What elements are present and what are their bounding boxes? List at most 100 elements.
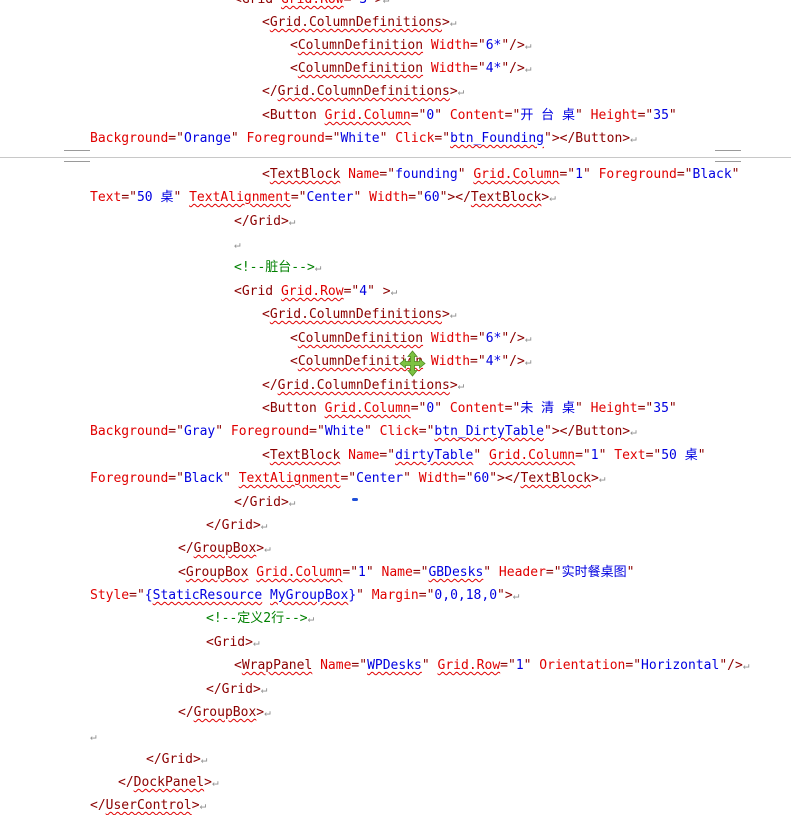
code-token: 1	[515, 658, 524, 673]
code-token: Grid.Column	[256, 565, 343, 580]
code-token: 0	[426, 401, 435, 416]
paragraph-mark: ↵	[524, 39, 532, 52]
code-token: Grid.Column	[473, 167, 560, 182]
code-line: <ColumnDefinition Width="6*"/>↵	[290, 37, 531, 55]
code-token: Width	[423, 61, 471, 76]
code-token: Orientation	[531, 658, 626, 673]
paragraph-mark: ↵	[288, 496, 296, 509]
code-line: </GroupBox>↵	[178, 540, 271, 558]
code-token: "	[363, 424, 372, 439]
code-token: >	[256, 705, 265, 720]
paragraph-mark: ↵	[524, 355, 532, 368]
code-token: >	[449, 84, 458, 99]
code-token: GroupBox	[193, 541, 257, 556]
code-token: Grid.ColumnDefinitions	[277, 378, 450, 393]
code-token: "/>	[501, 331, 525, 346]
code-token: ="	[645, 448, 662, 463]
code-token: Margin	[363, 588, 419, 603]
code-token: "	[731, 167, 740, 182]
code-token: "	[403, 471, 411, 486]
code-token: <	[290, 61, 298, 76]
paragraph-mark: ↵	[449, 308, 457, 321]
code-token: >	[256, 541, 265, 556]
code-token: WrapPanel	[241, 658, 313, 673]
code-token: Width	[361, 190, 409, 205]
code-token: Center	[356, 471, 404, 486]
code-token: ="	[168, 424, 184, 439]
code-line: Background="Gray" Foreground="White" Cli…	[90, 423, 637, 441]
code-token: >	[442, 307, 450, 322]
code-token: Width	[423, 331, 471, 346]
code-line: <GroupBox Grid.Column="1" Name="GBDesks"…	[178, 564, 634, 582]
code-token: "	[230, 131, 239, 146]
code-token: Grid.Row	[281, 0, 344, 7]
code-token: </	[178, 541, 194, 556]
code-token: ="	[168, 131, 184, 146]
code-token: "	[353, 190, 362, 205]
code-token: 实时餐桌图	[561, 565, 627, 580]
code-line: ↵	[90, 728, 97, 746]
code-token: ColumnDefinition	[297, 38, 424, 53]
code-token: </Grid>	[146, 752, 201, 767]
paragraph-mark: ↵	[260, 519, 268, 532]
code-line: </Grid>↵	[234, 213, 295, 231]
code-line: <Button Grid.Column="0" Content="未 清 桌" …	[262, 400, 677, 418]
page-break-line	[0, 157, 791, 158]
code-token: "	[421, 658, 438, 673]
move-cross-icon[interactable]	[399, 350, 426, 377]
code-token: <Grid	[234, 0, 281, 7]
code-token: 0,0,18,0	[434, 588, 498, 603]
code-token: ="	[457, 471, 474, 486]
code-line: Text="50 桌" TextAlignment="Center" Width…	[90, 189, 556, 207]
code-token: 4	[359, 284, 368, 299]
code-token: "/>	[719, 658, 743, 673]
code-token: ="	[470, 38, 486, 53]
code-token: "	[483, 565, 492, 580]
code-token: 6*	[485, 38, 502, 53]
code-token: </	[118, 775, 134, 790]
code-token: ">	[497, 588, 513, 603]
code-token: Grid.Column	[324, 401, 411, 416]
code-token: ColumnDefinition	[297, 331, 424, 346]
paragraph-mark: ↵	[90, 730, 97, 743]
code-token: ="	[340, 471, 357, 486]
code-token: <	[262, 15, 270, 30]
code-token: <Grid>	[206, 635, 253, 650]
code-token: "	[697, 448, 706, 463]
paragraph-mark: ↵	[630, 132, 637, 145]
code-line: <Grid Grid.Row="4" >↵	[234, 283, 397, 301]
code-token: "	[626, 565, 635, 580]
code-token: 35	[653, 401, 669, 416]
code-token: Grid.ColumnDefinitions	[269, 307, 443, 322]
code-line: Foreground="Black" TextAlignment="Center…	[90, 470, 605, 488]
code-token: "></Button>	[544, 131, 631, 146]
code-token: Grid.Row	[437, 658, 501, 673]
paragraph-mark: ↵	[314, 261, 322, 274]
code-token: "></	[439, 190, 471, 205]
code-line: </UserControl>↵	[90, 797, 206, 815]
code-token: ="	[379, 448, 396, 463]
code-token: GroupBox	[185, 565, 249, 580]
code-token: ="	[500, 658, 516, 673]
code-line: <Grid.ColumnDefinitions>↵	[262, 306, 456, 324]
code-line: Style="{StaticResource MyGroupBox}" Marg…	[90, 587, 519, 605]
paragraph-mark: ↵	[598, 472, 606, 485]
code-token: "	[215, 424, 224, 439]
code-token: "	[379, 131, 388, 146]
code-token: "/>	[501, 61, 525, 76]
code-token: ="	[418, 424, 435, 439]
code-token: <Grid	[234, 284, 281, 299]
code-token: </	[178, 705, 194, 720]
code-line: </Grid>↵	[206, 517, 267, 535]
code-token: <Button	[262, 108, 325, 123]
code-token: "	[434, 401, 443, 416]
code-token: ">	[367, 0, 383, 7]
code-line: <ColumnDefinition Width="4*"/>↵	[290, 60, 531, 78]
code-token: White	[340, 131, 380, 146]
code-token: ="	[637, 401, 654, 416]
code-token: ="	[418, 588, 435, 603]
code-line: <TextBlock Name="dirtyTable" Grid.Column…	[262, 447, 706, 465]
code-token: Grid.Column	[489, 448, 576, 463]
code-token: Background	[90, 131, 169, 146]
code-token: Name	[340, 167, 380, 182]
